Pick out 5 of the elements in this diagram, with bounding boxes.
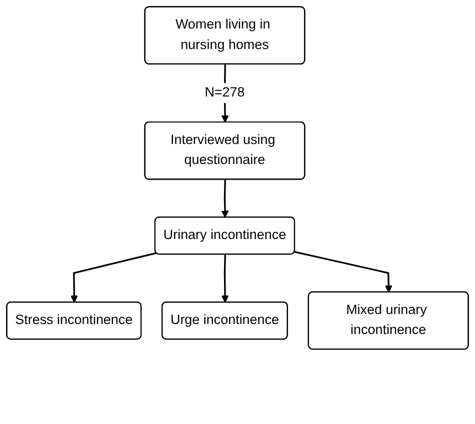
arrow <box>70 252 157 303</box>
arrow <box>221 180 229 218</box>
edge-label: N=278 <box>204 85 245 100</box>
arrow <box>294 251 392 293</box>
arrow <box>221 254 229 303</box>
